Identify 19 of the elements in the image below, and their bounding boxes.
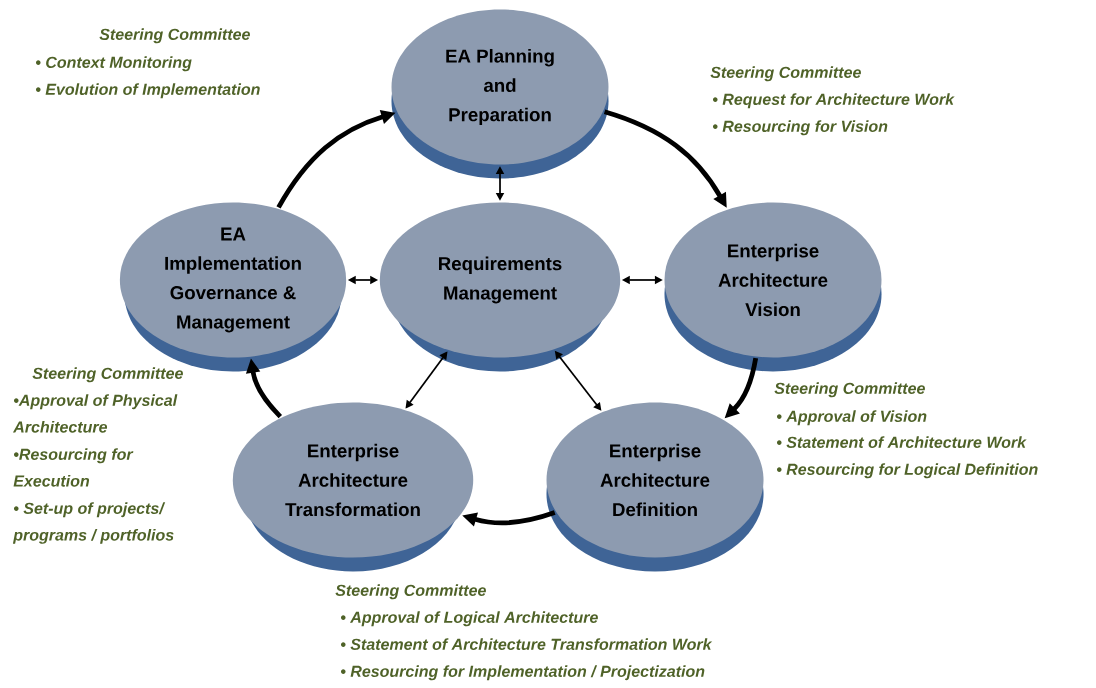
- disc-node: EA Planning and Preparation: [391, 9, 609, 179]
- bullet-item: • Approval of Logical Architecture: [341, 611, 598, 627]
- disc-node: Enterprise Architecture Definition: [546, 402, 764, 572]
- disc-node: Enterprise Architecture Transformation: [232, 402, 474, 572]
- disc-node: Enterprise Architecture Vision: [664, 202, 882, 372]
- bullet-item: •Approval of Physical Architecture: [12, 394, 178, 433]
- note-heading: Steering Committee: [710, 66, 861, 82]
- bullet-item: • Evolution of Implementation: [36, 83, 260, 99]
- bullet-item: • Resourcing for Implementation / Projectization: [341, 665, 705, 681]
- bullet-item: • Resourcing for Vision: [713, 120, 888, 136]
- bullet-item: • Context Monitoring: [36, 56, 192, 72]
- note-heading: Steering Committee: [99, 28, 250, 44]
- bullet-item: •Resourcing for Execution: [13, 448, 134, 487]
- bullet-item: • Request for Architecture Work: [713, 93, 955, 109]
- bullet-item: • Set-up of projects/ programs / portfolios: [12, 502, 174, 544]
- note-heading: Steering Committee: [774, 382, 925, 398]
- note-heading: Steering Committee: [335, 584, 486, 600]
- disc-node: Requirements Management: [379, 202, 621, 372]
- bullet-item: • Statement of Architecture Transformation Work: [341, 638, 713, 650]
